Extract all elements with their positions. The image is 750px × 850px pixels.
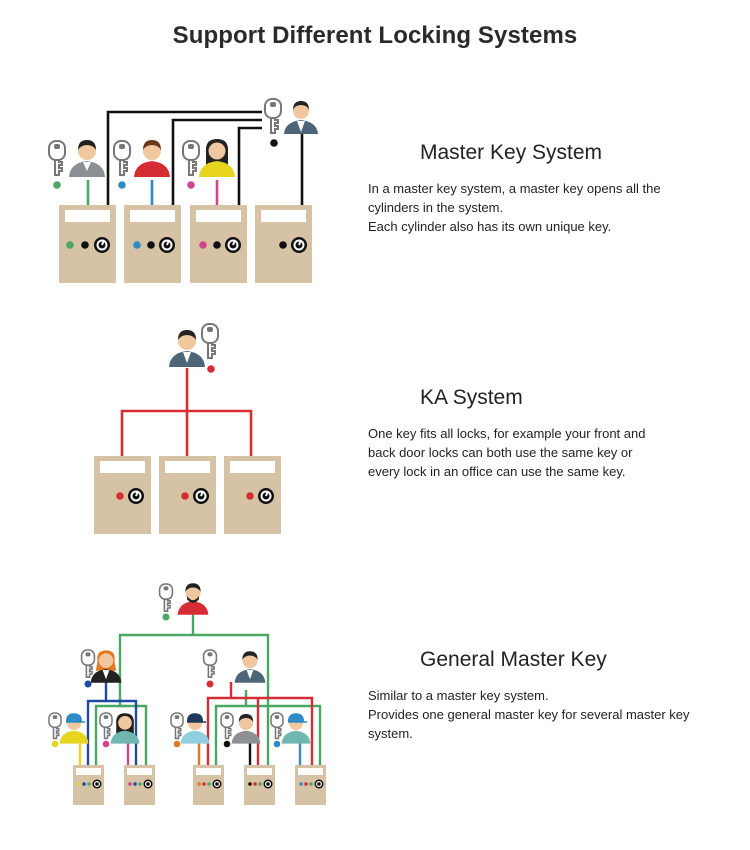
key-icon — [158, 583, 174, 613]
key-icon — [220, 712, 234, 740]
cylinder-lock-icon — [295, 765, 326, 805]
cylinder-lock-icon — [94, 456, 151, 534]
general-master-key-diagram — [48, 583, 326, 805]
section-description: One key fits all locks, for example your… — [368, 426, 646, 479]
key-icon — [48, 140, 66, 176]
person-icon — [180, 713, 210, 744]
person-icon — [110, 713, 140, 744]
cylinder-lock-icon — [193, 765, 224, 805]
person-icon — [90, 650, 122, 683]
general-master-key-section: General Master Key Similar to a master k… — [368, 648, 728, 743]
cylinder-lock-icon — [244, 765, 275, 805]
section-heading: KA System — [420, 386, 523, 409]
person-icon — [281, 713, 311, 744]
cylinder-lock-icon — [190, 205, 247, 283]
key-icon — [264, 98, 282, 134]
person-icon — [231, 714, 261, 744]
cylinder-lock-icon — [124, 765, 155, 805]
section-description: In a master key system, a master key ope… — [368, 181, 661, 234]
cylinder-lock-icon — [59, 205, 116, 283]
person-icon — [69, 140, 105, 177]
person-icon — [199, 139, 235, 177]
section-heading: Master Key System — [420, 141, 603, 164]
person-icon — [234, 651, 266, 683]
key-icon — [202, 649, 218, 679]
key-icon — [170, 712, 184, 740]
key-icon — [270, 712, 284, 740]
cylinder-lock-icon — [124, 205, 181, 283]
person-icon — [59, 713, 89, 744]
cylinder-lock-icon — [224, 456, 281, 534]
master-key-diagram — [48, 98, 318, 283]
key-icon — [182, 140, 200, 176]
key-icon — [201, 323, 219, 359]
person-icon — [284, 101, 318, 134]
section-description: Similar to a master key system. Provides… — [368, 688, 690, 741]
person-icon — [169, 330, 205, 367]
person-icon — [134, 140, 170, 177]
key-icon — [113, 140, 131, 176]
key-icon — [99, 712, 113, 740]
key-icon — [80, 649, 96, 679]
page-title: Support Different Locking Systems — [172, 22, 578, 49]
cylinder-lock-icon — [255, 205, 312, 283]
cylinder-lock-icon — [73, 765, 104, 805]
key-icon — [48, 712, 62, 740]
ka-system-diagram — [94, 323, 281, 534]
master-key-section: Master Key System In a master key system… — [368, 141, 728, 236]
cylinder-lock-icon — [159, 456, 216, 534]
section-heading: General Master Key — [420, 648, 607, 671]
person-icon — [177, 583, 209, 615]
ka-system-section: KA System One key fits all locks, for ex… — [368, 386, 728, 481]
